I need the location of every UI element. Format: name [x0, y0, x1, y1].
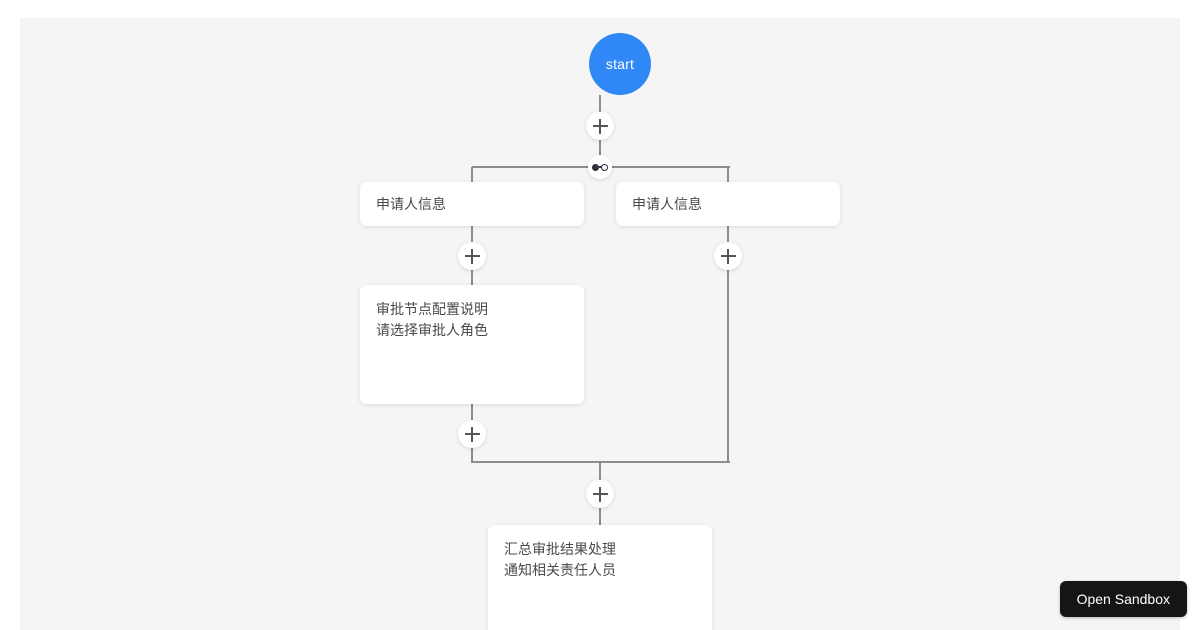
edge-right-branch-to-merge — [727, 226, 729, 463]
plus-icon — [592, 118, 608, 134]
edge-split-to-right-branch — [727, 167, 729, 184]
add-node-button-after-left-task[interactable] — [458, 420, 486, 448]
add-node-button-after-merge[interactable] — [586, 480, 614, 508]
node-card-task-bottom[interactable]: 汇总审批结果处理 通知相关责任人员 — [488, 525, 712, 630]
node-card-branch-right-text: 申请人信息 — [632, 196, 702, 212]
plus-icon — [592, 486, 608, 502]
plus-icon — [464, 248, 480, 264]
node-card-branch-right[interactable]: 申请人信息 — [616, 182, 840, 226]
open-sandbox-button[interactable]: Open Sandbox — [1059, 581, 1187, 617]
edge-split-to-left-branch — [471, 167, 473, 184]
add-node-button-after-start[interactable] — [586, 112, 614, 140]
add-node-button-left-branch[interactable] — [458, 242, 486, 270]
node-card-task-left[interactable]: 审批节点配置说明 请选择审批人角色 — [360, 285, 584, 404]
node-card-task-left-text: 审批节点配置说明 请选择审批人角色 — [376, 301, 488, 338]
plus-icon — [464, 426, 480, 442]
branch-link-icon — [592, 163, 608, 171]
node-card-task-bottom-text: 汇总审批结果处理 通知相关责任人员 — [504, 541, 616, 578]
add-node-button-right-branch[interactable] — [714, 242, 742, 270]
node-card-branch-left-text: 申请人信息 — [376, 196, 446, 212]
start-node[interactable]: start — [589, 33, 651, 95]
flow-canvas[interactable]: start 申请人信息 申请人信息 — [20, 18, 1180, 630]
edge-merge-horizontal — [472, 461, 730, 463]
open-sandbox-button-label: Open Sandbox — [1076, 591, 1170, 607]
plus-icon — [720, 248, 736, 264]
start-node-label: start — [605, 56, 635, 72]
node-card-branch-left[interactable]: 申请人信息 — [360, 182, 584, 226]
branch-split-marker[interactable] — [588, 155, 612, 179]
